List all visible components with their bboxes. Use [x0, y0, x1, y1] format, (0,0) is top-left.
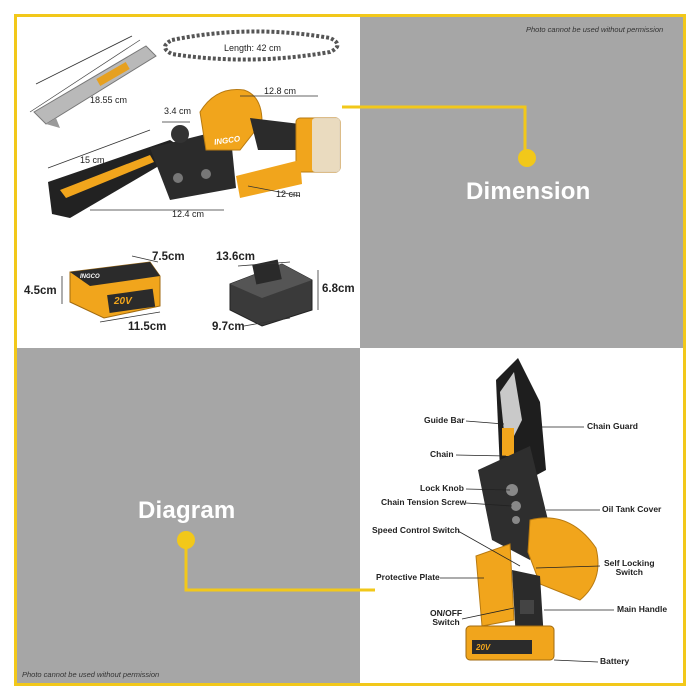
part-label-chain-guard: Chain Guard [587, 421, 639, 431]
chain-length-label: Length: 42 cm [224, 43, 282, 53]
diagram-connector-dot [177, 531, 195, 549]
part-label-chain: Chain [430, 449, 454, 459]
handle-dimension-label: 12.8 cm [264, 86, 297, 96]
dimension-connector [342, 105, 527, 158]
part-label-main-handle: Main Handle [617, 604, 668, 614]
part-label-protective-plate: Protective Plate [376, 572, 440, 582]
bar-front-dimension-label: 15 cm [80, 155, 105, 165]
battery-voltage-mark: 20V [114, 296, 132, 307]
part-label-on-off-switch: ON/OFF Switch [430, 608, 463, 628]
charger [229, 259, 313, 327]
permission-note-bottom: Photo cannot be used without permission [22, 670, 160, 679]
part-label-chain-tension-screw: Chain Tension Screw [381, 497, 467, 507]
diagram-connector [184, 540, 375, 592]
brand-mark-battery: INGCO [80, 274, 100, 280]
diagram-label-panel [17, 348, 360, 683]
part-label-guide-bar: Guide Bar [424, 415, 465, 425]
charger-width-label: 13.6cm [216, 251, 256, 263]
charger-height-label: 6.8cm [322, 283, 355, 295]
part-label-speed-control-switch: Speed Control Switch [372, 525, 460, 535]
leader-lines [440, 420, 614, 663]
plate-dimension-label: 12 cm [276, 189, 301, 199]
diagram-battery-voltage: 20V [476, 643, 491, 652]
dimension-connector-dot [518, 149, 536, 167]
part-label-battery: Battery [600, 656, 630, 666]
bar-length-label: 18.55 cm [90, 95, 128, 105]
bottom-dimension-label: 12.4 cm [172, 209, 205, 219]
charger-length-label: 9.7cm [212, 321, 245, 333]
dimension-label-panel [360, 17, 683, 348]
chainsaw-diagram [465, 358, 599, 661]
diagram-title: Diagram [138, 497, 236, 524]
battery-pack [69, 261, 161, 319]
battery-height-label: 4.5cm [24, 285, 57, 297]
permission-note-top: Photo cannot be used without permission [526, 25, 664, 34]
yellow-frame [14, 14, 686, 686]
part-label-self-locking-switch: Self Locking Switch [604, 558, 655, 578]
spare-chain [163, 29, 340, 62]
part-label-lock-knob: Lock Knob [420, 483, 464, 493]
part-label-oil-tank-cover: Oil Tank Cover [602, 504, 662, 514]
battery-length-label: 11.5cm [128, 321, 167, 333]
battery-width-label: 7.5cm [152, 251, 185, 263]
dimension-lines [35, 35, 318, 211]
chainsaw-body [48, 88, 341, 218]
dimension-title: Dimension [466, 178, 591, 205]
spare-guide-bar [29, 39, 157, 128]
knob-dimension-label: 3.4 cm [164, 106, 192, 116]
